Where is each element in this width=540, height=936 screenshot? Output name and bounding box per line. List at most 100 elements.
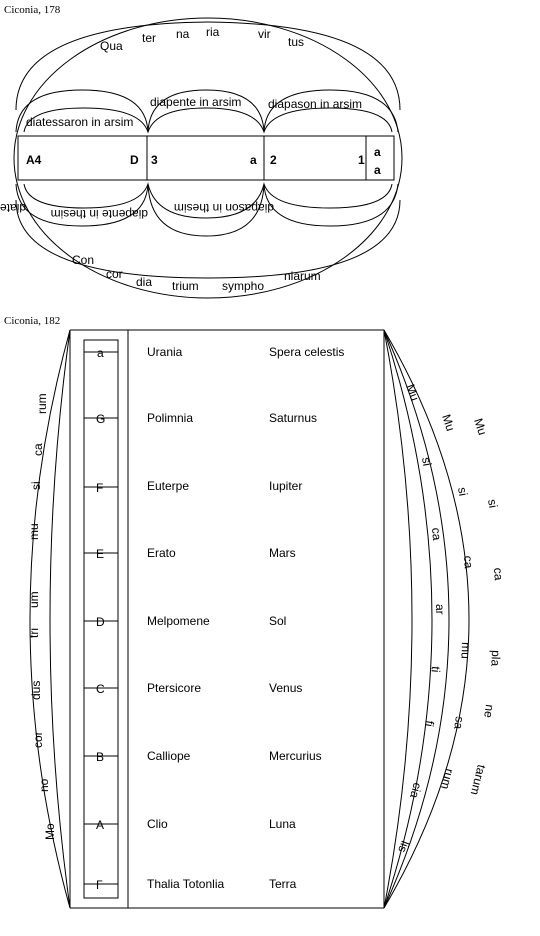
right-arc-2 xyxy=(383,329,433,909)
proportion-box xyxy=(17,135,395,181)
muse-name: Ptersicore xyxy=(147,681,201,695)
right-arc2-word: sa xyxy=(451,716,467,731)
figure1-lower-arcs-text: diatessaron in thesim diapente in thesim… xyxy=(0,201,274,221)
note-letter: C xyxy=(96,682,105,696)
figure2-structure xyxy=(29,329,470,909)
right-arc1-word: ar xyxy=(433,604,447,615)
bottom-arc-word: dia xyxy=(136,275,152,289)
upper-arc-label: diatessaron in arsim xyxy=(26,115,133,129)
right-arc2-word: si xyxy=(455,486,470,497)
top-arc-word: ria xyxy=(206,25,220,39)
right-arc1-word: si xyxy=(419,456,434,467)
left-arc-inner xyxy=(49,329,71,909)
right-arc3-word: ca xyxy=(491,567,506,581)
lower-bumps-inner xyxy=(23,182,393,219)
planet-name: Luna xyxy=(269,817,296,831)
cell-2-left: 3 xyxy=(151,153,158,167)
bottom-arc-word: sympho xyxy=(222,279,264,293)
note-letter: D xyxy=(96,615,105,629)
top-arc-word: ter xyxy=(142,31,156,45)
muse-name: Clio xyxy=(147,817,168,831)
note-letter: a xyxy=(97,346,104,360)
note-letter: B xyxy=(96,750,104,764)
upper-arc-label: diapason in arsim xyxy=(268,97,362,111)
planet-name: Venus xyxy=(269,681,302,695)
right-arc2-word: mu xyxy=(458,642,473,659)
bottom-arc-word: cor xyxy=(106,267,123,281)
left-arc-word: ca xyxy=(31,443,45,456)
figure1-box-text: A4 D 3 a 2 1 a a xyxy=(26,145,381,177)
left-arc-word: cor xyxy=(31,731,45,748)
figure2-right-arc3-text: Mu si ca pla ne tarum xyxy=(468,417,506,797)
right-arc1-word: ca xyxy=(429,527,444,541)
figure1-structure xyxy=(13,17,403,299)
figure2-right-arc1-text: Mu si ca ar ti fi cia lis xyxy=(395,382,447,854)
muse-name: Euterpe xyxy=(147,479,189,493)
planet-name: Mars xyxy=(269,546,296,560)
figure1-bottom-arc-text: Con cor dia trium sympho niarum xyxy=(72,253,321,293)
planet-name: Spera celestis xyxy=(269,345,344,359)
figure1-upper-arcs-text: diatessaron in arsim diapente in arsim d… xyxy=(26,95,362,129)
top-arc-word: vir xyxy=(258,27,271,41)
upper-bumps-outer xyxy=(15,89,399,133)
outer-ellipse xyxy=(13,17,403,299)
planet-name: Mercurius xyxy=(269,749,322,763)
right-arc3-word: Mu xyxy=(471,417,489,437)
figure2-right-arc2-text: Mu si ca mu sa rum xyxy=(438,413,476,791)
note-letter: Γ xyxy=(96,878,103,892)
right-arc2-word: Mu xyxy=(439,413,457,433)
right-arc1-word: lis xyxy=(395,839,412,854)
right-arc3-word: pla xyxy=(488,650,503,667)
planet-name: Sol xyxy=(269,614,286,628)
left-arc-word: mu xyxy=(27,523,41,540)
note-letter: G xyxy=(96,412,105,426)
bottom-arch-inner xyxy=(15,199,401,279)
note-letter: E xyxy=(96,547,104,561)
cell-1-right: D xyxy=(130,153,139,167)
planet-name: Iupiter xyxy=(269,479,302,493)
top-arch-inner xyxy=(15,21,401,111)
right-arc3-word: tarum xyxy=(468,763,489,796)
right-arc-3 xyxy=(383,329,450,909)
muse-name: Urania xyxy=(147,345,183,359)
right-arc2-word: ca xyxy=(461,555,476,569)
cell-3-left: 2 xyxy=(270,153,277,167)
right-arc1-word: fi xyxy=(422,719,437,727)
left-arc-word: si xyxy=(29,481,43,490)
lower-arc-label: diapente in thesim xyxy=(51,207,148,221)
figure2-left-arc-text: Mo no cor dus tri um mu si ca rum xyxy=(27,393,57,840)
cell-3-right: 1 xyxy=(358,153,365,167)
left-arc-word: no xyxy=(37,778,51,792)
top-arc-word: tus xyxy=(288,35,304,49)
right-arc1-word: Mu xyxy=(403,382,422,402)
lower-arc-label: diapason in thesim xyxy=(174,201,274,215)
upper-bumps-inner xyxy=(23,107,393,134)
left-arc-word: Mo xyxy=(43,823,57,840)
note-letter: F xyxy=(96,481,103,495)
figure2-rows: Urania Spera celestis Polimnia Saturnus … xyxy=(147,345,344,891)
muse-name: Thalia Totonlia xyxy=(147,877,224,891)
right-arc1-word: cia xyxy=(407,781,425,800)
scale-box xyxy=(83,339,119,899)
left-arc-word: rum xyxy=(35,393,49,414)
bottom-arc-word: trium xyxy=(172,279,199,293)
right-arc2-word: rum xyxy=(438,767,457,790)
cell-1-left: A4 xyxy=(26,153,42,167)
planet-name: Saturnus xyxy=(269,411,317,425)
muse-name: Polimnia xyxy=(147,411,193,425)
stack-bottom: a xyxy=(374,163,381,177)
figure2-scale-notes: a G F E D C B A Γ xyxy=(84,346,118,892)
right-arc3-word: si xyxy=(485,498,500,509)
lower-bumps-outer xyxy=(15,183,399,237)
muse-name: Calliope xyxy=(147,749,191,763)
planet-name: Terra xyxy=(269,877,297,891)
figure1-caption: Ciconia, 178 xyxy=(4,4,61,16)
left-arc-word: tri xyxy=(27,628,41,638)
left-arc-word: dus xyxy=(29,681,43,700)
top-arc-word: Qua xyxy=(100,39,123,53)
left-arc-outer xyxy=(29,329,71,909)
right-arc-1 xyxy=(383,329,413,909)
top-arc-word: na xyxy=(176,27,190,41)
muse-name: Erato xyxy=(147,546,176,560)
left-arc-word: um xyxy=(27,591,41,608)
